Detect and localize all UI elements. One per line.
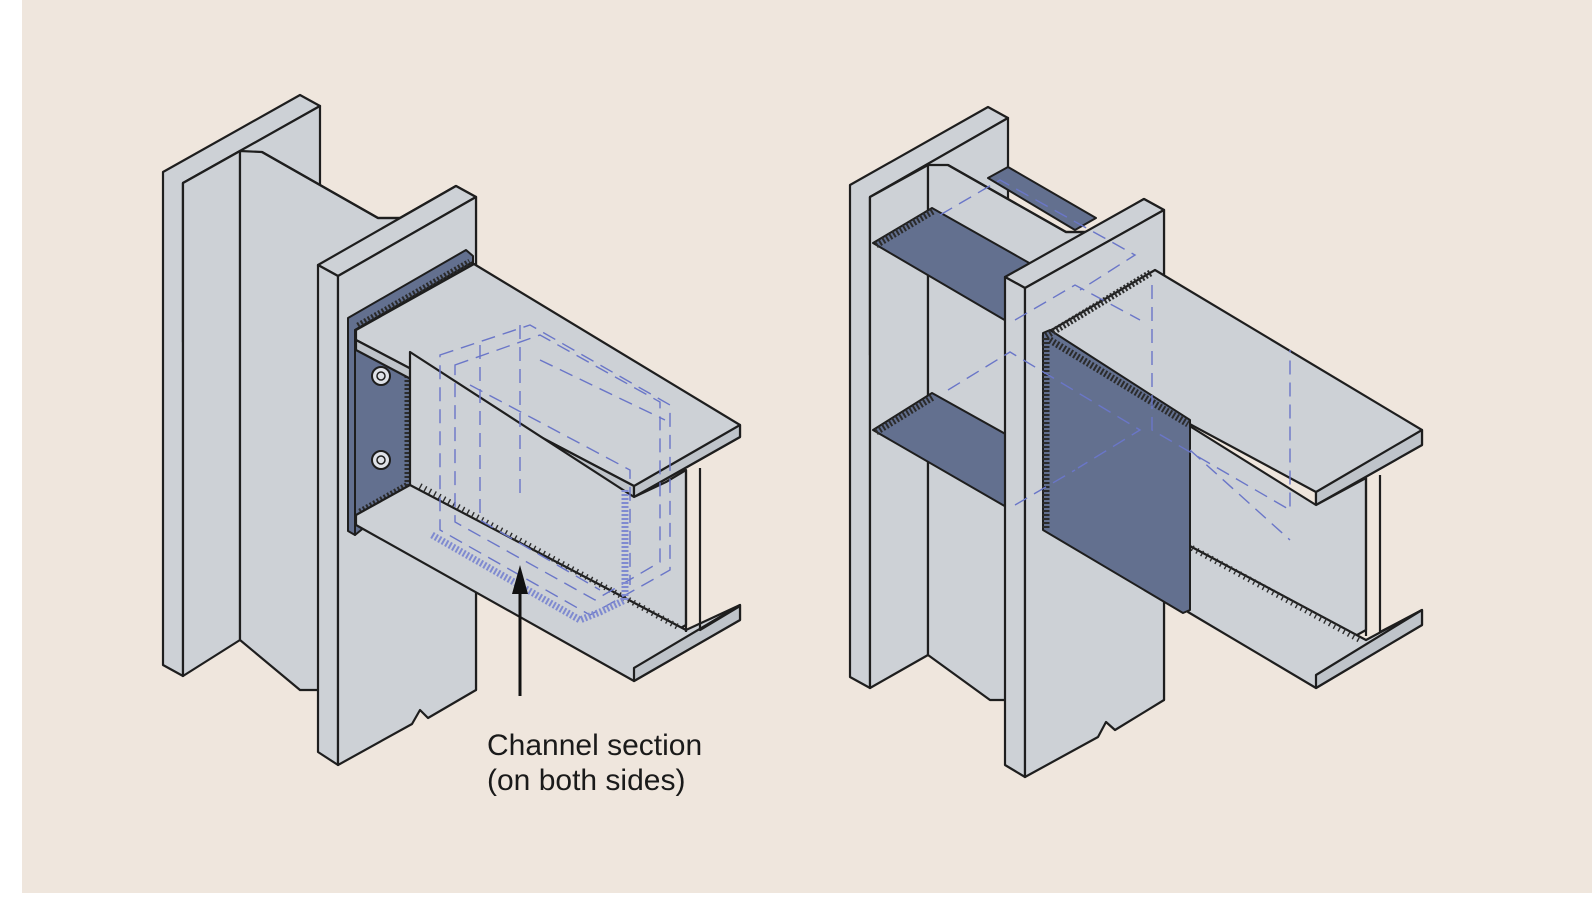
callout-label-line1: Channel section <box>487 729 702 762</box>
end-plate <box>1042 269 1191 614</box>
callout-label-line2: (on both sides) <box>487 764 685 797</box>
bolt-head-icon <box>371 450 391 470</box>
beam <box>1041 268 1424 690</box>
channel-weld <box>430 490 629 624</box>
right-detail <box>848 105 1424 779</box>
callout-leader-arrow <box>512 565 528 696</box>
beam <box>354 262 742 683</box>
bolt-head-icon <box>371 366 391 386</box>
left-detail <box>161 93 742 767</box>
hidden-channel-outline <box>439 324 671 616</box>
hidden-outlines <box>939 179 1291 541</box>
